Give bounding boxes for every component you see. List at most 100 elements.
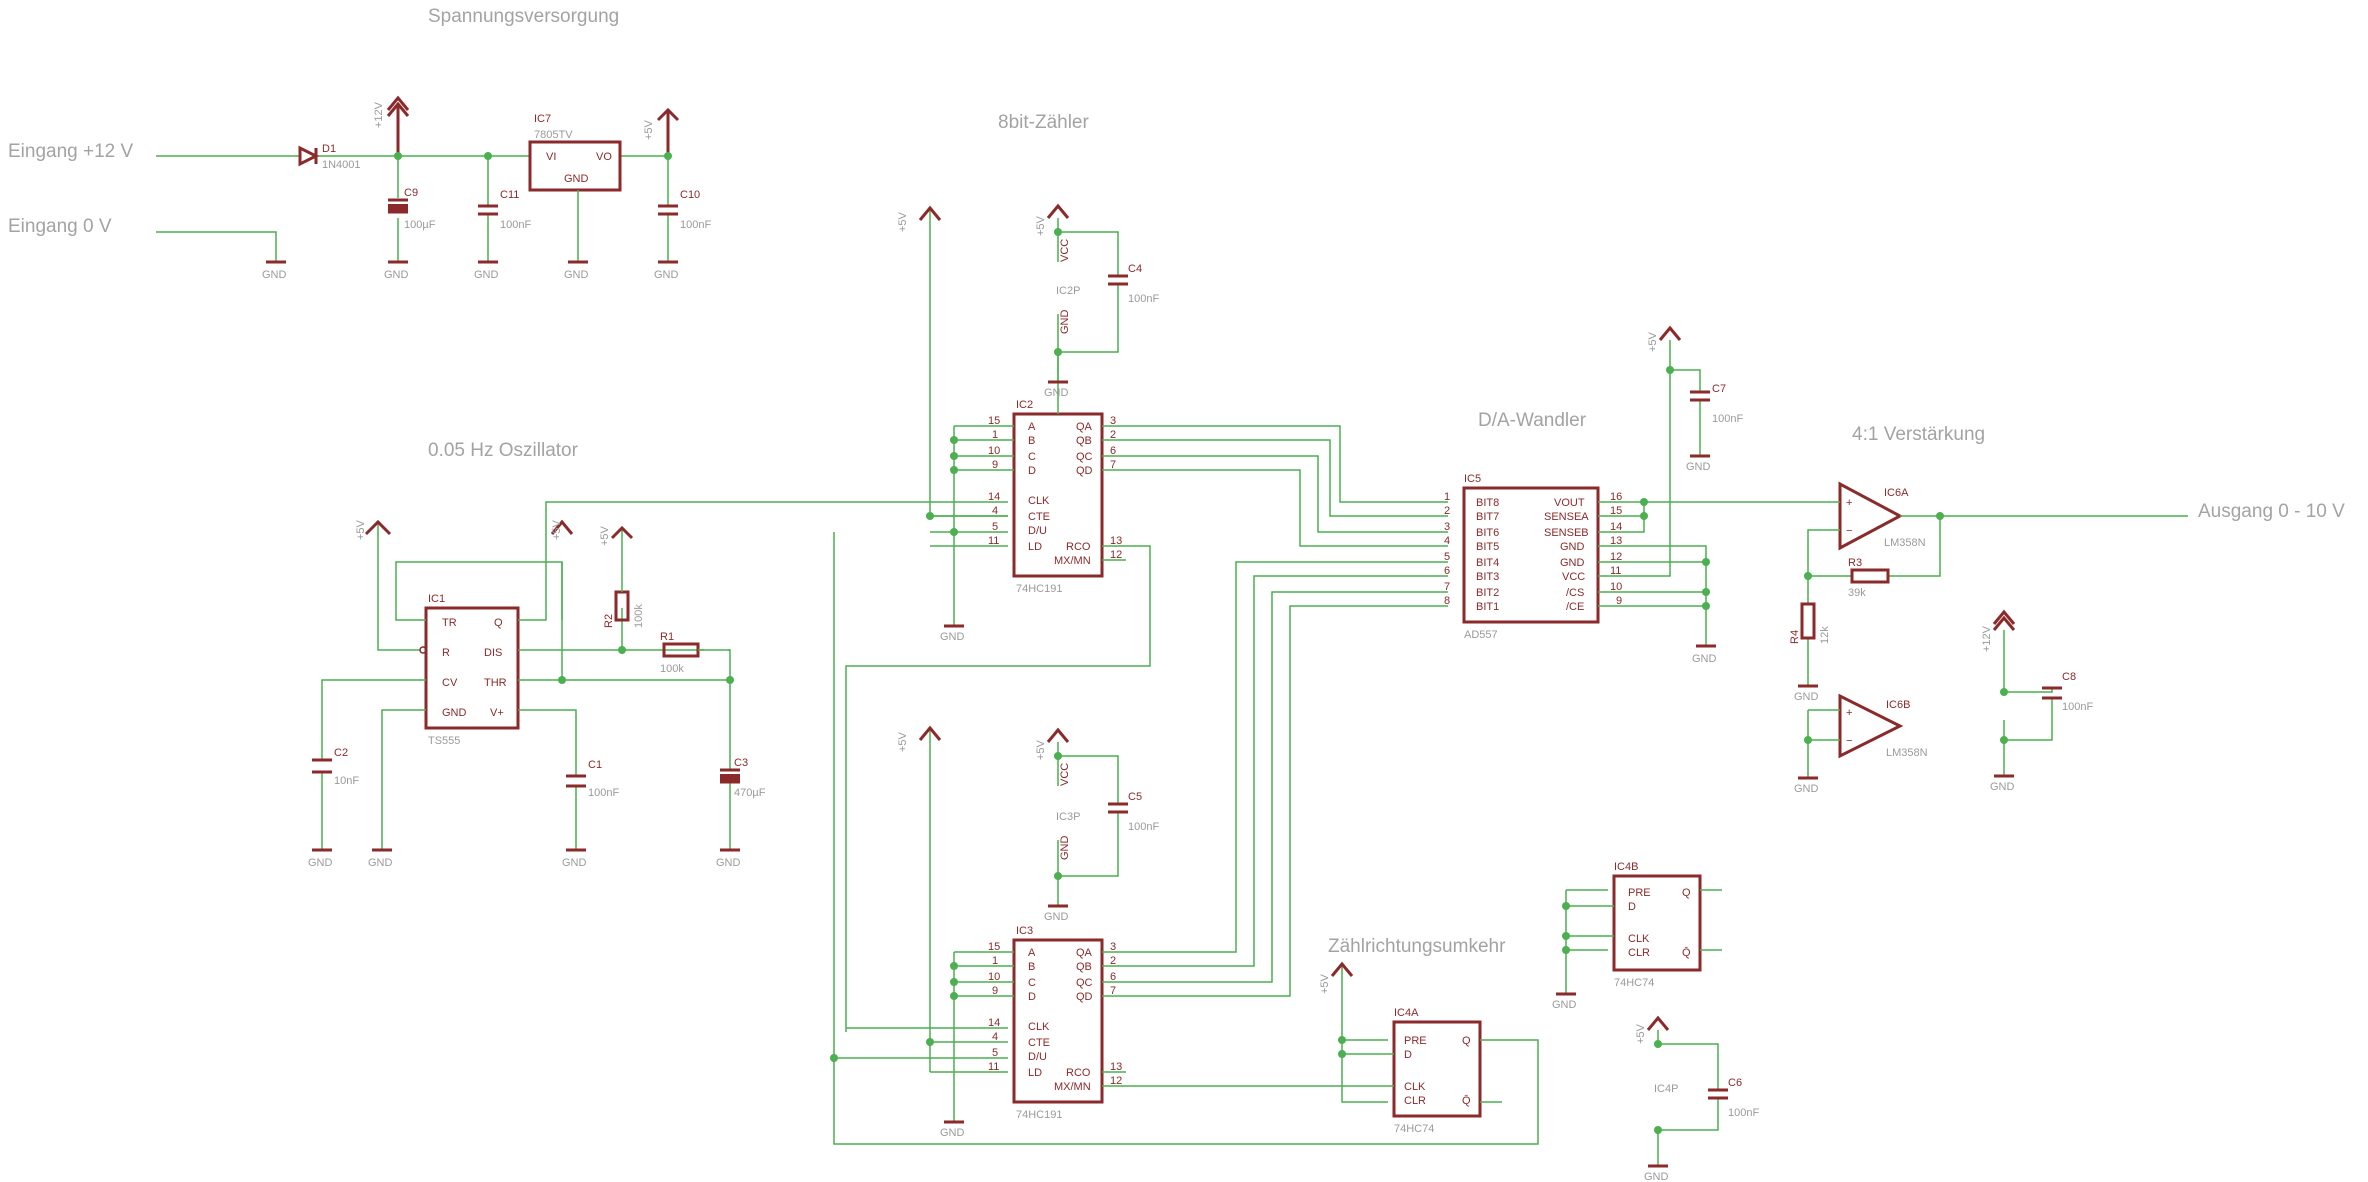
svg-text:GND: GND xyxy=(1794,691,1819,703)
input-0v-label: Eingang 0 V xyxy=(8,216,112,237)
svg-text:VCC: VCC xyxy=(1059,239,1071,262)
svg-text:D: D xyxy=(1028,465,1036,477)
svg-text:3: 3 xyxy=(1110,415,1116,427)
svg-text:IC4A: IC4A xyxy=(1394,1007,1419,1019)
svg-text:7805TV: 7805TV xyxy=(534,129,573,141)
svg-text:100nF: 100nF xyxy=(2062,701,2093,713)
power-supply-block: D1 1N4001 +12V C9 100µF C11 100nF IC7 78… xyxy=(156,95,711,281)
svg-text:A: A xyxy=(1028,947,1036,959)
svg-text:100k: 100k xyxy=(660,663,684,675)
svg-text:PRE: PRE xyxy=(1628,887,1651,899)
svg-text:100k: 100k xyxy=(633,604,645,628)
svg-text:D1: D1 xyxy=(322,143,336,155)
svg-text:C6: C6 xyxy=(1728,1077,1742,1089)
svg-text:D/U: D/U xyxy=(1028,1051,1047,1063)
svg-text:D/U: D/U xyxy=(1028,525,1047,537)
svg-text:LM358N: LM358N xyxy=(1886,747,1928,759)
svg-text:C2: C2 xyxy=(334,747,348,759)
svg-text:14: 14 xyxy=(988,491,1000,503)
svg-text:C8: C8 xyxy=(2062,671,2076,683)
svg-text:Q: Q xyxy=(494,617,503,629)
svg-text:RCO: RCO xyxy=(1066,1067,1091,1079)
svg-text:C10: C10 xyxy=(680,189,700,201)
svg-text:C5: C5 xyxy=(1128,791,1142,803)
svg-text:IC3P: IC3P xyxy=(1056,811,1080,823)
svg-text:GND: GND xyxy=(940,1127,965,1139)
svg-text:CV: CV xyxy=(442,677,458,689)
svg-text:BIT2: BIT2 xyxy=(1476,587,1499,599)
svg-text:QD: QD xyxy=(1076,991,1093,1003)
svg-text:GND: GND xyxy=(654,269,679,281)
svg-text:CLK: CLK xyxy=(1628,933,1650,945)
svg-text:IC6B: IC6B xyxy=(1886,699,1910,711)
svg-text:VI: VI xyxy=(546,151,556,163)
svg-text:/CE: /CE xyxy=(1566,601,1584,613)
svg-text:BIT7: BIT7 xyxy=(1476,511,1499,523)
svg-text:SENSEA: SENSEA xyxy=(1544,511,1589,523)
svg-text:DIS: DIS xyxy=(484,647,502,659)
svg-text:V+: V+ xyxy=(490,707,504,719)
svg-text:GND: GND xyxy=(308,857,333,869)
svg-text:13: 13 xyxy=(1610,535,1622,547)
capacitor-c10 xyxy=(658,204,678,216)
svg-text:100nF: 100nF xyxy=(1728,1107,1759,1119)
svg-text:D: D xyxy=(1628,901,1636,913)
svg-text:SENSEB: SENSEB xyxy=(1544,527,1589,539)
svg-text:LD: LD xyxy=(1028,1067,1042,1079)
section-title-dac: D/A-Wandler xyxy=(1478,410,1587,431)
svg-text:A: A xyxy=(1028,421,1036,433)
svg-text:7: 7 xyxy=(1444,581,1450,593)
svg-text:8: 8 xyxy=(1444,595,1450,607)
svg-text:Q: Q xyxy=(1462,1035,1471,1047)
flipflop-ic4-power: +5V IC4P C6 100nF GND xyxy=(1635,1015,1759,1182)
svg-text:CLK: CLK xyxy=(1028,495,1050,507)
svg-text:GND: GND xyxy=(442,707,467,719)
svg-text:BIT1: BIT1 xyxy=(1476,601,1499,613)
svg-text:GND: GND xyxy=(1644,1171,1669,1182)
svg-text:13: 13 xyxy=(1110,1061,1122,1073)
oscillator-block: IC1 TS555 TR R CV GND Q DIS THR V+ C2 10… xyxy=(308,501,930,869)
svg-text:C3: C3 xyxy=(734,757,748,769)
svg-text:100nF: 100nF xyxy=(500,219,531,231)
svg-text:5: 5 xyxy=(992,1047,998,1059)
svg-text:AD557: AD557 xyxy=(1464,629,1498,641)
svg-text:CLR: CLR xyxy=(1628,947,1650,959)
svg-text:10nF: 10nF xyxy=(334,775,359,787)
svg-text:IC4P: IC4P xyxy=(1654,1083,1678,1095)
svg-text:BIT8: BIT8 xyxy=(1476,497,1499,509)
svg-text:6: 6 xyxy=(1444,565,1450,577)
svg-text:100nF: 100nF xyxy=(1712,413,1743,425)
svg-text:QB: QB xyxy=(1076,435,1092,447)
svg-text:MX/MN: MX/MN xyxy=(1054,1081,1091,1093)
svg-text:R1: R1 xyxy=(660,631,674,643)
svg-text:D: D xyxy=(1028,991,1036,1003)
svg-text:GND: GND xyxy=(1059,836,1071,861)
svg-text:1: 1 xyxy=(1444,491,1450,503)
svg-text:39k: 39k xyxy=(1848,587,1866,599)
svg-text:74HC74: 74HC74 xyxy=(1614,977,1654,989)
svg-text:12k: 12k xyxy=(1819,626,1831,644)
svg-text:+5V: +5V xyxy=(599,525,611,546)
svg-text:14: 14 xyxy=(1610,521,1622,533)
svg-text:TS555: TS555 xyxy=(428,735,460,747)
section-title-amplifier: 4:1 Verstärkung xyxy=(1852,424,1985,445)
svg-text:470µF: 470µF xyxy=(734,787,766,799)
svg-text:7: 7 xyxy=(1110,985,1116,997)
svg-text:5: 5 xyxy=(1444,551,1450,563)
svg-text:−: − xyxy=(1846,525,1852,537)
output-label: Ausgang 0 - 10 V xyxy=(2198,501,2345,522)
svg-text:B: B xyxy=(1028,435,1035,447)
svg-text:GND: GND xyxy=(1044,911,1069,923)
svg-text:Q̄: Q̄ xyxy=(1462,1094,1471,1107)
svg-text:RCO: RCO xyxy=(1066,541,1091,553)
svg-text:LM358N: LM358N xyxy=(1884,537,1926,549)
svg-text:C9: C9 xyxy=(404,187,418,199)
svg-text:BIT6: BIT6 xyxy=(1476,527,1499,539)
svg-text:5: 5 xyxy=(992,521,998,533)
svg-text:GND: GND xyxy=(564,269,589,281)
svg-text:4: 4 xyxy=(1444,535,1450,547)
svg-text:IC2: IC2 xyxy=(1016,399,1033,411)
